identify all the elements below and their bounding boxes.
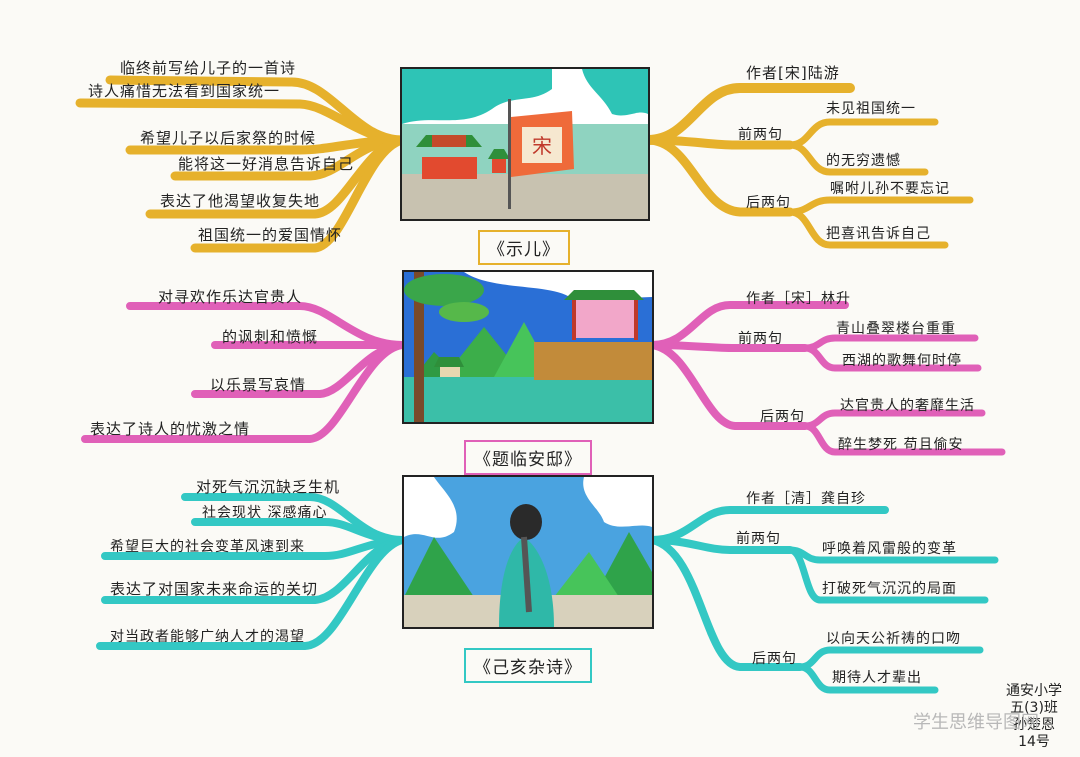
signature: 通安小学 五(3)班 孙楚恩 14号 (998, 683, 1070, 751)
poem2-back-item: 达官贵人的奢靡生活 (840, 398, 975, 414)
poem2-title: 《题临安邸》 (464, 440, 592, 475)
poem3-back-label: 后两句 (752, 651, 797, 667)
poem1-back-label: 后两句 (746, 195, 791, 211)
poem3-left-item: 表达了对国家未来命运的关切 (110, 580, 319, 598)
poem1-left-item: 能将这一好消息告诉自己 (178, 155, 355, 173)
poem2-back-item: 醉生梦死 苟且偷安 (838, 437, 964, 453)
poem3-title: 《己亥杂诗》 (464, 648, 592, 683)
poem2-front-item: 青山叠翠楼台重重 (836, 321, 956, 337)
poem2-left-item: 表达了诗人的忧激之情 (90, 420, 251, 438)
poem1-right-branches (643, 83, 974, 249)
flag-text: 宋 (532, 134, 552, 158)
poem1-author: 作者[宋]陆游 (746, 64, 840, 82)
poem1-back-item: 嘱咐儿孙不要忘记 (830, 181, 950, 197)
poem2-back-label: 后两句 (760, 409, 805, 425)
poem2-right-branches (648, 301, 1006, 456)
poem1-front-item: 的无穷遗憾 (826, 153, 901, 169)
poem2-front-label: 前两句 (738, 331, 783, 347)
poem1-left-item: 希望儿子以后家祭的时候 (140, 129, 317, 147)
poem3-front-label: 前两句 (736, 531, 781, 547)
poem3-left-item: 希望巨大的社会变革风速到来 (110, 539, 305, 555)
poem1-left-item: 临终前写给儿子的一首诗 (120, 59, 297, 77)
poem2-illustration (402, 270, 654, 424)
poem3-left-item: 对死气沉沉缺乏生机 (196, 478, 341, 496)
poem2-left-item: 对寻欢作乐达官贵人 (158, 288, 303, 306)
poem1-illustration: 宋 (400, 67, 650, 221)
poem1-left-item: 表达了他渴望收复失地 (160, 192, 321, 210)
poem1-left-item: 诗人痛惜无法看到国家统一 (88, 82, 281, 100)
poem3-right-branches (648, 506, 999, 694)
poem3-left-item: 社会现状 深感痛心 (202, 505, 328, 521)
poem1-left-item: 祖国统一的爱国情怀 (198, 226, 343, 244)
poem1-front-label: 前两句 (738, 127, 783, 143)
poem3-back-item: 以向天公祈祷的口吻 (826, 631, 961, 647)
signature-number: 14号 (1018, 734, 1050, 750)
poem2-left-branches (81, 302, 406, 443)
poem2-left-item: 的讽刺和愤慨 (222, 328, 319, 346)
poem3-front-item: 打破死气沉沉的局面 (822, 581, 957, 597)
poem3-back-item: 期待人才辈出 (832, 670, 922, 686)
poem3-illustration (402, 475, 654, 629)
poem2-front-item: 西湖的歌舞何时停 (842, 353, 962, 369)
signature-class: 五(3)班 (1010, 700, 1058, 716)
poem3-left-branches (96, 493, 406, 650)
signature-name: 孙楚恩 (1013, 717, 1055, 733)
poem2-left-item: 以乐景写哀情 (210, 376, 307, 394)
poem3-front-item: 呼唤着风雷般的变革 (822, 541, 957, 557)
poem1-back-item: 把喜讯告诉自己 (826, 226, 931, 242)
poem1-front-item: 未见祖国统一 (826, 101, 916, 117)
poem1-left-branches (75, 75, 407, 253)
poem1-title: 《示儿》 (478, 230, 570, 265)
poem2-author: 作者［宋］林升 (746, 291, 851, 307)
poem3-author: 作者［清］龚自珍 (746, 491, 866, 507)
poem3-left-item: 对当政者能够广纳人才的渴望 (110, 629, 305, 645)
watermark: 学生思维导图网 (913, 712, 1039, 733)
signature-school: 通安小学 (1006, 683, 1062, 699)
